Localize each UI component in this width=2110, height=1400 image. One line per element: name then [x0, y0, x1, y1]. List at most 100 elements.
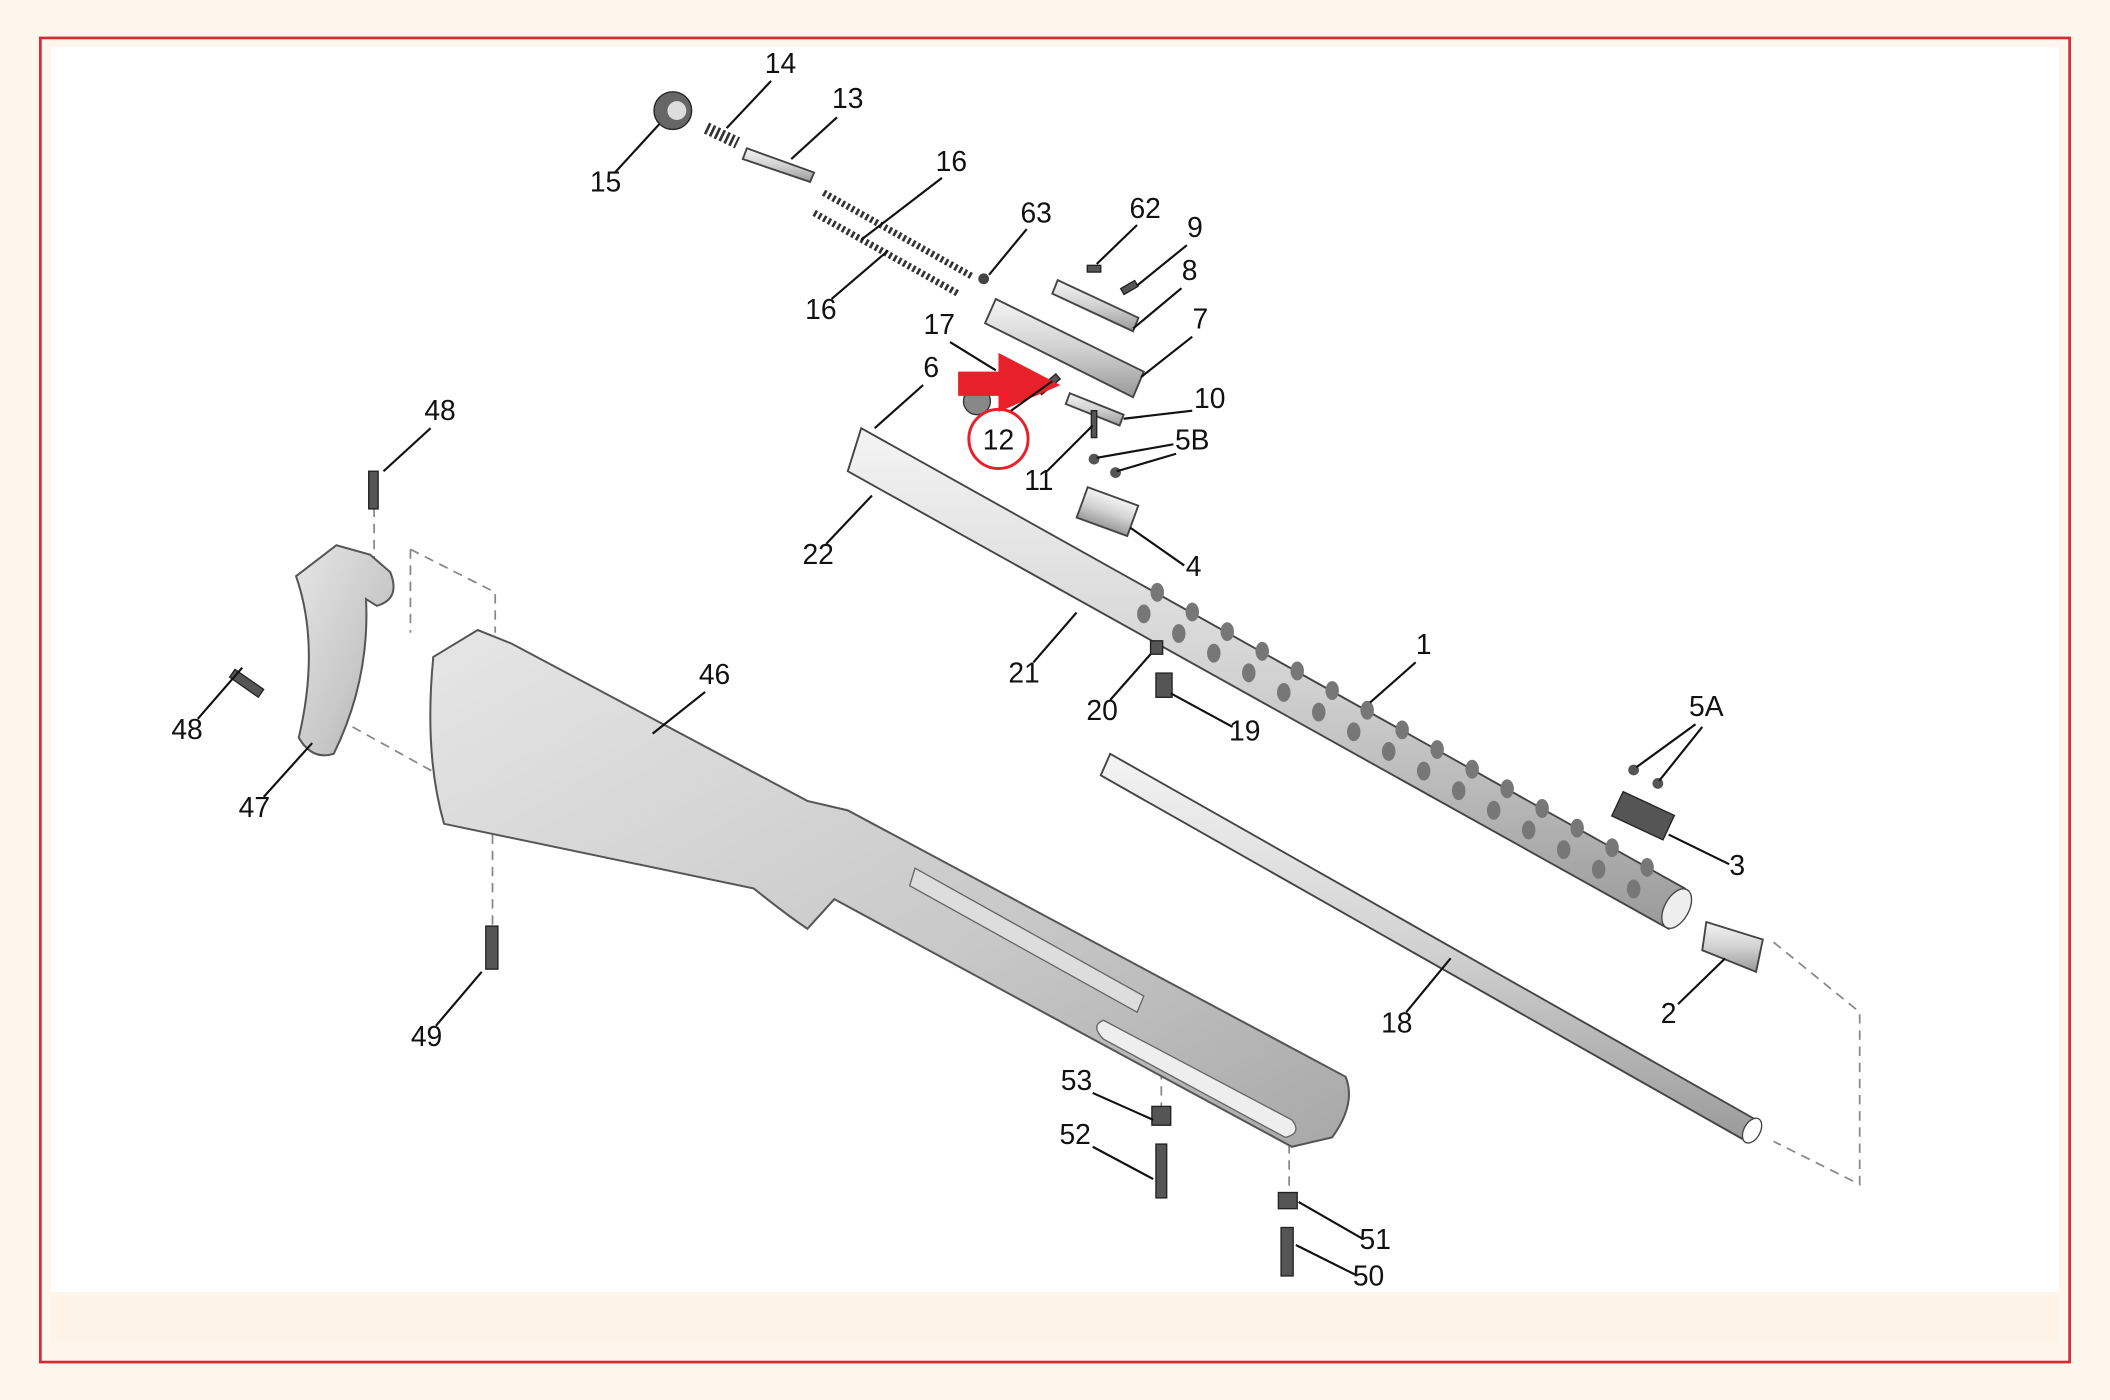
receiver-hole — [1150, 582, 1164, 602]
part-label: 48 — [424, 394, 455, 426]
part-label: 9 — [1187, 211, 1203, 243]
leader-line — [988, 228, 1028, 276]
spring-part-14 — [703, 122, 741, 149]
screw-part-5B-a — [1088, 453, 1100, 465]
leader-line — [1295, 1244, 1356, 1276]
receiver-hole — [1486, 800, 1501, 820]
part-62 — [1086, 264, 1102, 273]
leader-line — [860, 177, 943, 241]
receiver-hole — [1172, 624, 1186, 643]
receiver-hole — [1605, 838, 1619, 858]
receiver-hole — [1381, 741, 1396, 761]
part-63 — [978, 273, 990, 285]
spring-part-16-upper — [821, 189, 974, 280]
screw-part-5B-b — [1110, 467, 1121, 478]
part-9 — [1119, 279, 1139, 296]
receiver-hole — [1465, 759, 1479, 779]
leader-line — [1046, 424, 1094, 472]
part-label: 5A — [1689, 690, 1724, 722]
leader-line — [1658, 726, 1704, 782]
leader-line — [435, 971, 483, 1027]
part-10 — [1064, 391, 1125, 427]
receiver-hole — [1185, 602, 1199, 622]
receiver-hole — [1640, 857, 1654, 877]
part-label: 8 — [1182, 254, 1198, 286]
nut-part-53 — [1151, 1105, 1172, 1126]
part-label: 14 — [765, 47, 796, 79]
part-label: 49 — [411, 1020, 442, 1052]
butt-plate-part-47 — [294, 544, 395, 757]
leader-line — [830, 249, 889, 300]
receiver-hole — [1347, 722, 1361, 742]
receiver-hole — [1430, 740, 1444, 759]
stock-slot — [908, 867, 1145, 1014]
receiver-hole — [1626, 879, 1641, 899]
leader-line — [1092, 1145, 1154, 1181]
receiver-hole — [1500, 779, 1514, 799]
part-8 — [1051, 278, 1140, 333]
leader-line — [262, 742, 313, 798]
part-label: 53 — [1061, 1064, 1092, 1096]
highlight-arrow-icon — [958, 352, 1061, 413]
receiver-hole — [1137, 604, 1151, 624]
leader-line — [382, 427, 432, 473]
leader-line — [614, 123, 661, 174]
washer-part-51 — [1277, 1191, 1298, 1210]
receiver-hole — [1556, 840, 1571, 860]
screw-part-52 — [1155, 1143, 1168, 1199]
receiver-hole — [1521, 820, 1536, 840]
stock-slot-lower — [1096, 1019, 1297, 1139]
receiver-hole — [1207, 643, 1221, 663]
part-label: 4 — [1186, 550, 1202, 582]
screw-part-49 — [485, 925, 499, 970]
part-label: 20 — [1086, 694, 1117, 726]
part-label: 48 — [171, 713, 202, 745]
part-label: 16 — [805, 293, 836, 325]
leader-line — [1123, 409, 1193, 420]
receiver-hole — [1395, 720, 1409, 740]
receiver-hole — [1325, 681, 1339, 700]
leader-line — [1635, 723, 1697, 769]
leader-line — [725, 80, 772, 129]
receiver-hole — [1535, 799, 1549, 818]
stock-part-46 — [429, 628, 1350, 1148]
receiver-hole — [1242, 663, 1256, 683]
frame-border — [39, 36, 2071, 1364]
part-19 — [1155, 672, 1173, 698]
receiver-hole — [1591, 859, 1606, 879]
leader-line — [1092, 1091, 1154, 1121]
highlight-circle-part-12 — [967, 407, 1030, 471]
receiver-hole — [1277, 683, 1291, 702]
receiver-part-1 — [846, 426, 1693, 931]
leader-line — [1136, 244, 1188, 287]
receiver-hole — [1220, 622, 1234, 642]
leader-line — [1129, 526, 1185, 567]
part-label: 3 — [1729, 849, 1745, 881]
part-label: 18 — [1381, 1006, 1412, 1038]
part-13 — [741, 147, 816, 184]
screw-part-50 — [1280, 1226, 1294, 1277]
part-label: 51 — [1360, 1223, 1391, 1255]
leader-line — [949, 341, 997, 372]
leader-line — [1140, 335, 1193, 378]
part-label: 5B — [1175, 424, 1210, 456]
leader-line — [196, 666, 244, 720]
leader-line — [873, 384, 924, 429]
part-15-center — [667, 101, 687, 121]
leader-line — [825, 494, 873, 545]
leader-line — [1095, 224, 1138, 265]
leader-line — [1116, 452, 1177, 473]
leader-line — [1032, 611, 1078, 664]
leader-line — [651, 691, 706, 735]
receiver-hole — [1570, 818, 1584, 838]
leader-line — [1170, 692, 1234, 728]
part-label: 63 — [1020, 196, 1051, 228]
receiver-hole — [1416, 761, 1431, 781]
part-11 — [1090, 410, 1098, 439]
part-label: 46 — [699, 658, 730, 690]
part-label: 47 — [239, 791, 270, 823]
part-label: 7 — [1192, 303, 1208, 335]
screw-part-5A-b — [1652, 778, 1664, 789]
leader-line — [1369, 661, 1417, 704]
